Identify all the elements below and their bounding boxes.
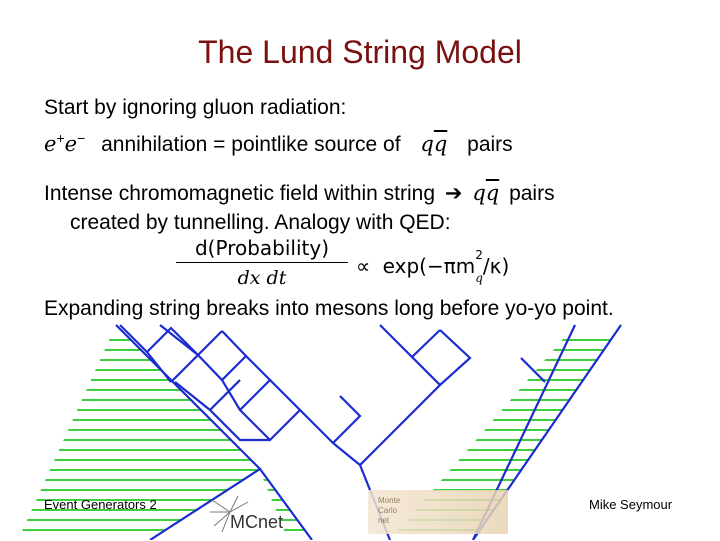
text-line-5: Expanding string breaks into mesons long…: [44, 297, 614, 320]
text-line-2: e+e− annihilation = pointlike source of …: [44, 130, 513, 157]
montecarlo-logo-text: Monte Carlo net: [378, 496, 401, 525]
pairs-text-1: pairs: [467, 133, 513, 156]
formula-numerator: d(Probability): [194, 236, 330, 260]
math-e-plus: e: [44, 132, 57, 156]
pairs-text-2: pairs: [509, 182, 555, 205]
slide-title: The Lund String Model: [198, 34, 522, 70]
propto-symbol: ∝: [356, 254, 371, 278]
logo-burst-icon: [210, 495, 249, 533]
formula-sup: 2: [475, 248, 483, 262]
fraction-bar: [176, 262, 348, 263]
footer-right: Mike Seymour: [589, 497, 673, 512]
text-line-4: created by tunnelling. Analogy with QED:: [70, 211, 451, 234]
arrow-icon: ➔: [444, 182, 463, 205]
chromomagnetic-text: Intense chromomagnetic field within stri…: [44, 182, 436, 205]
qqbar-text: qq: [420, 132, 448, 156]
formula-fraction: d(Probability) dx dt: [176, 236, 348, 290]
superscript-plus: +: [56, 130, 65, 146]
formula-denominator: dx dt: [237, 267, 287, 289]
math-qqbar-1: qq: [420, 132, 447, 156]
annihilation-text: annihilation = pointlike source of: [101, 133, 401, 156]
montecarlo-net-logo: Monte Carlo net: [368, 490, 508, 534]
math-e-minus: e: [64, 132, 78, 156]
formula-exp: exp(−πm: [382, 254, 476, 278]
mcnet-logo-text: MCnet: [230, 512, 283, 532]
formula-end: /κ): [482, 254, 510, 278]
text-line-3: Intense chromomagnetic field within stri…: [44, 181, 555, 206]
superscript-minus: −: [77, 130, 86, 146]
text-line-1: Start by ignoring gluon radiation:: [44, 96, 347, 119]
mcnet-logo: MCnet: [210, 494, 302, 536]
footer-left: Event Generators 2: [44, 497, 157, 512]
math-qqbar-2: qq: [472, 181, 500, 205]
formula-sub: q: [475, 271, 483, 285]
